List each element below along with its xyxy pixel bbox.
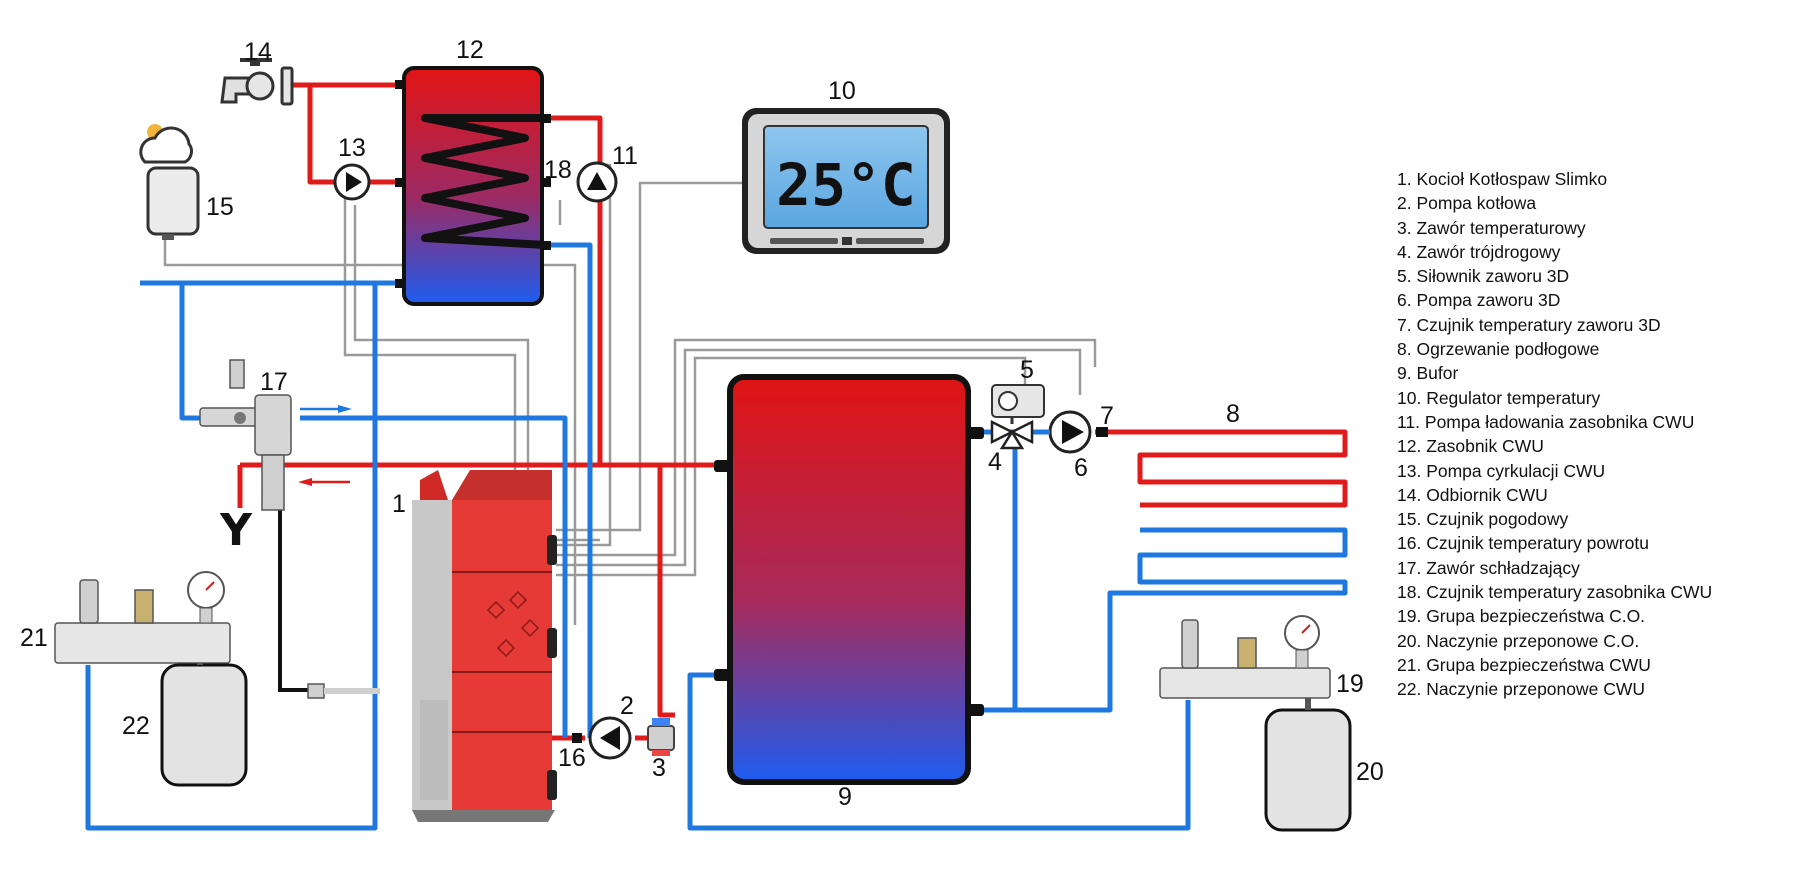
legend-item: 15. Czujnik pogodowy xyxy=(1397,509,1569,530)
callout-10: 10 xyxy=(828,77,856,105)
callout-11: 11 xyxy=(612,142,638,170)
safety-group-cwu xyxy=(54,571,231,664)
callout-9: 9 xyxy=(838,783,852,811)
legend: 1. Kocioł Kotłospaw Slimko 2. Pompa kotł… xyxy=(1397,167,1712,702)
return-sensor xyxy=(572,733,582,743)
drain-symbol: Y xyxy=(219,505,253,556)
legend-item: 20. Naczynie przeponowe C.O. xyxy=(1397,630,1640,651)
callout-1: 1 xyxy=(392,490,406,518)
callout-19: 19 xyxy=(1336,670,1364,698)
legend-item: 18. Czujnik temperatury zasobnika CWU xyxy=(1397,582,1713,603)
callouts: 1 2 3 4 5 6 7 8 9 10 11 12 13 14 15 16 1… xyxy=(20,36,1384,811)
legend-item: 1. Kocioł Kotłospaw Slimko xyxy=(1397,169,1608,189)
legend-item: 7. Czujnik temperatury zaworu 3D xyxy=(1397,314,1661,335)
callout-13: 13 xyxy=(338,134,366,162)
thermostat-display: 25°C xyxy=(776,151,916,219)
legend-item: 12. Zasobnik CWU xyxy=(1397,436,1544,457)
legend-item: 10. Regulator temperatury xyxy=(1397,387,1601,408)
hot-pipes xyxy=(237,82,1348,741)
three-way-valve xyxy=(984,384,1108,450)
weather-sensor xyxy=(139,124,200,240)
thermostat: 25°C xyxy=(742,108,950,254)
legend-item: 5. Siłownik zaworu 3D xyxy=(1397,266,1570,287)
legend-item: 19. Grupa bezpieczeństwa C.O. xyxy=(1397,606,1646,627)
cold-return-cable xyxy=(278,508,310,692)
pump-13 xyxy=(333,163,371,201)
callout-17: 17 xyxy=(260,368,288,396)
dhw-tap xyxy=(220,58,294,106)
legend-item: 16. Czujnik temperatury powrotu xyxy=(1397,533,1649,554)
callout-16: 16 xyxy=(558,744,586,772)
callout-21: 21 xyxy=(20,624,48,652)
legend-item: 6. Pompa zaworu 3D xyxy=(1397,290,1561,311)
pump-11 xyxy=(576,161,618,203)
callout-4: 4 xyxy=(988,448,1002,476)
temperature-valve xyxy=(647,718,675,756)
tank-sensor xyxy=(542,178,551,187)
callout-12: 12 xyxy=(456,36,484,64)
legend-item: 14. Odbiornik CWU xyxy=(1397,484,1548,505)
legend-item: 11. Pompa ładowania zasobnika CWU xyxy=(1397,411,1695,432)
legend-item: 13. Pompa cyrkulacji CWU xyxy=(1397,460,1606,481)
legend-item: 3. Zawór temperaturowy xyxy=(1397,217,1586,238)
buffer-tank xyxy=(714,374,984,785)
legend-item: 8. Ogrzewanie podłogowe xyxy=(1397,339,1600,360)
expansion-vessel-co xyxy=(1264,708,1352,832)
callout-6: 6 xyxy=(1074,454,1088,482)
legend-item: 9. Bufor xyxy=(1397,363,1459,384)
legend-item: 2. Pompa kotłowa xyxy=(1397,193,1537,214)
callout-2: 2 xyxy=(620,692,634,720)
pump-6 xyxy=(1048,410,1092,454)
cooling-valve: Y xyxy=(199,359,352,556)
legend-item: 4. Zawór trójdrogowy xyxy=(1397,241,1561,262)
cold-pipes xyxy=(85,242,1348,831)
callout-3: 3 xyxy=(652,754,666,782)
legend-item: 21. Grupa bezpieczeństwa CWU xyxy=(1397,654,1651,675)
dhw-tank xyxy=(395,66,551,306)
callout-18: 18 xyxy=(544,156,572,184)
legend-item: 22. Naczynie przeponowe CWU xyxy=(1397,679,1646,700)
boiler xyxy=(412,470,557,822)
legend-item: 17. Zawór schładzający xyxy=(1397,557,1580,578)
callout-5: 5 xyxy=(1020,356,1034,384)
callout-14: 14 xyxy=(244,38,272,66)
callout-15: 15 xyxy=(206,193,234,221)
callout-8: 8 xyxy=(1226,400,1240,428)
callout-22: 22 xyxy=(122,712,150,740)
pump-2 xyxy=(588,716,632,760)
callout-20: 20 xyxy=(1356,758,1384,786)
callout-7: 7 xyxy=(1100,402,1114,430)
expansion-vessel-cwu xyxy=(160,663,248,787)
safety-group-co xyxy=(1159,615,1331,699)
